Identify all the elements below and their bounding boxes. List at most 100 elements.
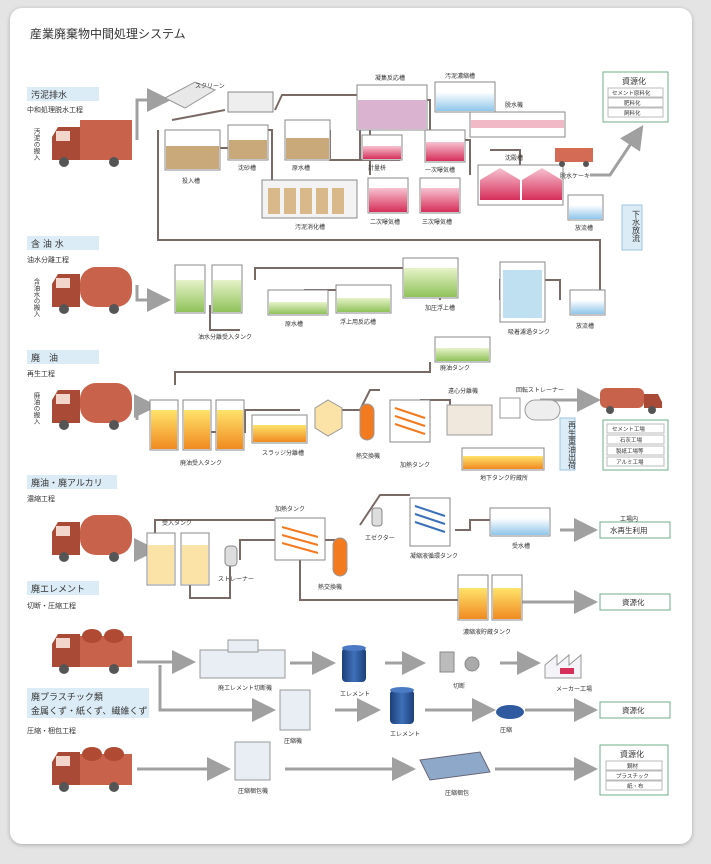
discharge-tank: 放流槽 <box>567 194 604 232</box>
concentrate-tank: 濃縮液貯蔵タンク <box>457 574 523 636</box>
flow-arrows <box>134 88 644 781</box>
output-recycle-5: 資源化 <box>599 593 671 611</box>
svg-text:原水槽: 原水槽 <box>285 320 303 328</box>
output-water-reuse: 工場内 水再生利用 <box>599 515 671 539</box>
ejector: エゼクター <box>365 507 395 542</box>
svg-text:圧縮・梱包工程: 圧縮・梱包工程 <box>27 726 76 735</box>
ow-raw-tank: 原水槽 <box>267 289 329 328</box>
waste-oil-receiving-tank: 廃油受入タンク <box>149 399 245 467</box>
baler-machine: 圧縮梱包機 <box>234 741 271 795</box>
settling-tank: 沈殿槽 <box>477 154 564 206</box>
sludge-thickener: 汚泥濃縮槽 <box>434 72 496 113</box>
section-plastic: 廃プラスチック類 金属くず・紙くず、繊維くず 圧縮・梱包工程 <box>27 688 149 735</box>
tanker-truck-icon <box>600 388 662 414</box>
svg-text:セメント工場: セメント工場 <box>612 425 645 433</box>
svg-text:廃油タンク: 廃油タンク <box>440 364 470 372</box>
svg-text:再生工程: 再生工程 <box>27 369 55 378</box>
svg-text:水再生利用: 水再生利用 <box>610 525 648 535</box>
svg-text:スクリーン: スクリーン <box>195 83 225 90</box>
svg-text:三次曝気槽: 三次曝気槽 <box>422 218 452 226</box>
svg-text:加熱タンク: 加熱タンク <box>400 461 430 469</box>
svg-text:加圧浮上槽: 加圧浮上槽 <box>425 304 455 312</box>
tertiary-aeration-tank: 三次曝気槽 <box>419 177 461 226</box>
screen: スクリーン <box>163 81 225 109</box>
svg-text:中和処理脱水工程: 中和処理脱水工程 <box>27 105 83 114</box>
element-cutter: 廃エレメント切断機 <box>199 639 286 692</box>
svg-text:熱交換機: 熱交換機 <box>356 452 380 460</box>
svg-text:沈殿槽: 沈殿槽 <box>505 154 523 162</box>
secondary-aeration-tank: 二次曝気槽 <box>367 177 409 226</box>
section-oily: 含 油 水 油水分離工程 <box>27 236 99 264</box>
svg-text:凝縮液循環タンク: 凝縮液循環タンク <box>410 552 458 560</box>
svg-text:スラッジ分離槽: スラッジ分離槽 <box>262 449 304 457</box>
svg-text:エレメント: エレメント <box>390 731 420 738</box>
svg-text:一次曝気槽: 一次曝気槽 <box>425 166 455 174</box>
heat-exchanger-1: 熱交換機 <box>314 399 380 460</box>
truck-icon <box>52 267 132 314</box>
section-element: 廃エレメント 切断・圧縮工程 <box>27 581 99 610</box>
compressor-machine: 圧縮機 <box>279 689 311 745</box>
truck-icon <box>52 383 132 430</box>
svg-text:下水放流: 下水放流 <box>632 210 641 243</box>
primary-aeration-tank: 一次曝気槽 <box>424 129 466 174</box>
svg-text:圧縮機: 圧縮機 <box>284 737 302 745</box>
section-sludge: 汚泥排水 中和処理脱水工程 <box>27 87 99 114</box>
svg-text:油水分離工程: 油水分離工程 <box>27 255 69 264</box>
svg-text:メーカー工場: メーカー工場 <box>556 685 592 693</box>
grit-tank: 沈砂槽 <box>227 91 274 172</box>
svg-text:資源化: 資源化 <box>622 597 645 607</box>
svg-text:切断・圧縮工程: 切断・圧縮工程 <box>27 601 76 610</box>
element-icon: エレメント <box>390 687 420 738</box>
element-icon: エレメント <box>340 645 370 698</box>
svg-text:吸着濾過タンク: 吸着濾過タンク <box>508 328 550 336</box>
svg-text:原水槽: 原水槽 <box>292 164 310 172</box>
output-regen-oil: 再生重油出荷 <box>559 417 577 471</box>
svg-text:工場内: 工場内 <box>620 515 638 523</box>
svg-text:濃縮工程: 濃縮工程 <box>27 494 55 503</box>
truck-label: 汚泥の搬入 <box>32 128 40 161</box>
section-waste-oil: 廃 油 再生工程 <box>27 350 99 378</box>
svg-text:投入槽: 投入槽 <box>182 177 200 185</box>
svg-text:資源化: 資源化 <box>622 705 645 715</box>
svg-text:放流槽: 放流槽 <box>576 322 594 330</box>
svg-text:計量枡: 計量枡 <box>368 164 386 172</box>
ow-discharge-tank: 放流槽 <box>569 289 606 330</box>
svg-text:飼料化: 飼料化 <box>624 109 641 117</box>
svg-text:二次曝気槽: 二次曝気槽 <box>370 218 400 226</box>
svg-text:切断: 切断 <box>453 682 465 690</box>
svg-text:プラスチック: プラスチック <box>616 773 649 780</box>
svg-text:圧縮: 圧縮 <box>500 726 512 734</box>
svg-text:凝集反応槽: 凝集反応槽 <box>375 74 405 82</box>
svg-text:ストレーナー: ストレーナー <box>218 576 254 583</box>
dehydrator: 脱水機 <box>469 101 566 138</box>
svg-text:アルミ工場: アルミ工場 <box>616 458 644 466</box>
svg-text:再生重油出荷: 再生重油出荷 <box>568 421 577 470</box>
pressure-float-tank: 加圧浮上槽 <box>402 257 459 312</box>
svg-text:エゼクター: エゼクター <box>365 534 395 542</box>
svg-text:鋼材: 鋼材 <box>627 762 639 770</box>
svg-text:浮上用反応槽: 浮上用反応槽 <box>340 318 376 326</box>
cut-parts-icon: 切断 <box>439 651 480 690</box>
svg-text:石灰工場: 石灰工場 <box>620 436 643 444</box>
alkali-receiving-tank: 受入タンク <box>146 519 210 586</box>
strainer: ストレーナー <box>218 545 254 583</box>
svg-text:沈砂槽: 沈砂槽 <box>238 164 256 172</box>
centrifuge: 遠心分離機 <box>446 387 493 436</box>
svg-text:地下タンク貯蔵所: 地下タンク貯蔵所 <box>480 474 528 482</box>
condensate-tank: 凝縮液循環タンク <box>409 497 458 560</box>
svg-text:汚泥消化槽: 汚泥消化槽 <box>295 223 325 231</box>
svg-text:セメント原料化: セメント原料化 <box>612 89 651 97</box>
output-sewage: 下水放流 <box>621 204 643 251</box>
heating-tank-2: 加熱タンク <box>274 505 326 561</box>
rotary-strainer: 回転ストレーナー <box>499 386 564 421</box>
svg-text:含 油 水: 含 油 水 <box>31 238 64 250</box>
svg-text:放流槽: 放流槽 <box>575 224 593 232</box>
output-recycle-6: 資源化 <box>599 701 671 719</box>
svg-text:廃プラスチック類: 廃プラスチック類 <box>31 691 103 703</box>
sludge-digestion-tank: 汚泥消化槽 <box>261 179 358 231</box>
svg-text:脱水ケーキ: 脱水ケーキ <box>560 172 590 180</box>
svg-text:廃油・廃アルカリ: 廃油・廃アルカリ <box>31 477 103 489</box>
svg-text:汚泥排水: 汚泥排水 <box>31 89 67 101</box>
svg-text:資源化: 資源化 <box>622 76 646 86</box>
